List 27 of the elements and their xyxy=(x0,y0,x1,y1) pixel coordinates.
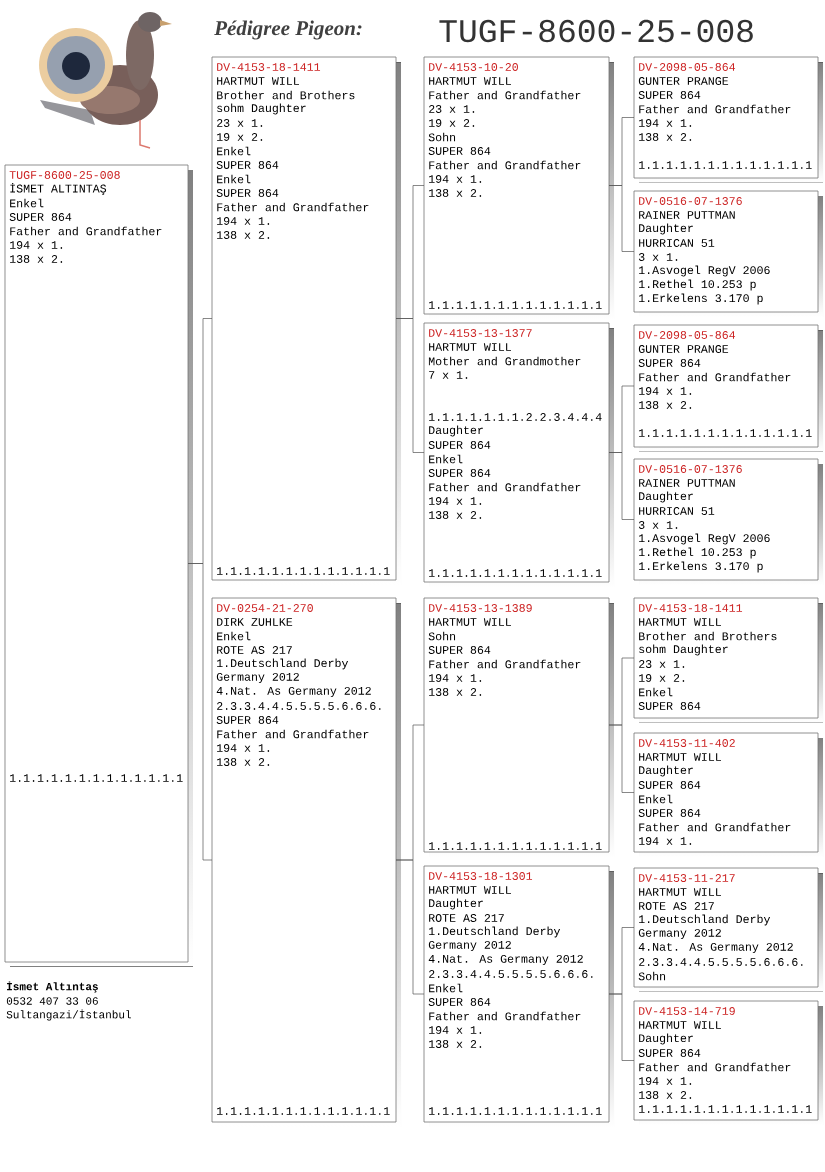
connector-line xyxy=(608,452,635,520)
pedigree-card: DV-4153-14-719 HARTMUT WILL Daughter SUPER 864 Father and Grandfather 194 x 1. 138 x 2. 1.1.1.1.1.1.1.1.1.1.1.1.1 xyxy=(633,1000,823,1125)
pedigree-card: DV-2098-05-864 GUNTER PRANGE SUPER 864 Father and Grandfather 194 x 1. 138 x 2. 1.1.1.1.1.1.1.1.1.1.1.1.1 xyxy=(633,324,823,452)
pedigree-card: DV-0254-21-270 DIRK ZUHLKE Enkel ROTE AS 217 1.Deutschland Derby Germany 2012 4.Nat. As Germany 2012 2.3.3.4.4.5.5.5.5.6.6.6. SUPER 864 Father and Grandfather 194 x 1. 138 x 2. 1.1.1.1.1.1.1.1.1.1.1.1.1 xyxy=(211,597,401,1127)
pedigree-card: DV-4153-13-1377 HARTMUT WILL Mother and Grandmother 7 x 1. 1.1.1.1.1.1.1.2.2.3.4.4.4 Daughter SUPER 864 Enkel SUPER 864 Father and Grandfather 194 x 1. 138 x 2. 1.1.1.1.1.1.1.1.1.1.1.1.1 xyxy=(423,322,614,587)
pedigree-card: DV-4153-18-1411 HARTMUT WILL Brother and Brothers sohm Daughter 23 x 1. 19 x 2. Enkel SUPER 864 Enkel SUPER 864 Father and Grandfather 194 x 1. 138 x 2. 1.1.1.1.1.1.1.1.1.1.1.1.1 xyxy=(211,56,401,585)
pedigree-card: DV-4153-18-1411 HARTMUT WILL Brother and Brothers sohm Daughter 23 x 1. 19 x 2. Enkel SUPER 864 xyxy=(633,597,823,723)
pedigree-card: DV-2098-05-864 GUNTER PRANGE SUPER 864 Father and Grandfather 194 x 1. 138 x 2. 1.1.1.1.1.1.1.1.1.1.1.1.1 xyxy=(633,56,823,183)
pedigree-card: DV-4153-18-1301 HARTMUT WILL Daughter ROTE AS 217 1.Deutschland Derby Germany 2012 4.Nat. As Germany 2012 2.3.3.4.4.5.5.5.5.6.6.6. Enkel SUPER 864 Father and Grandfather 194 x 1. 138 x 2. 1.1.1.1.1.1.1.1.1.1.1.1.1 xyxy=(423,865,614,1127)
pedigree-card: DV-4153-13-1389 HARTMUT WILL Sohn SUPER 864 Father and Grandfather 194 x 1. 138 x 2. 1.1.1.1.1.1.1.1.1.1.1.1.1 xyxy=(423,597,614,857)
connector-line xyxy=(608,724,635,793)
connector-line xyxy=(395,859,425,995)
title: Pédigree Pigeon: xyxy=(214,20,362,40)
connector-line xyxy=(608,185,635,252)
owner-name: İsmet Altıntaş xyxy=(7,981,98,993)
pedigree-card: DV-0516-07-1376 RAINER PUTTMAN Daughter HURRICAN 51 3 x 1. 1.Asvogel RegV 2006 1.Rethel 10.253 p 1.Erkelens 3.170 p xyxy=(633,190,823,317)
pedigree-card: DV-4153-11-217 HARTMUT WILL ROTE AS 217 1.Deutschland Derby Germany 2012 4.Nat. As Germany 2012 2.3.3.4.4.5.5.5.5.6.6.6. Sohn xyxy=(633,867,823,992)
pedigree-card: DV-4153-11-402 HARTMUT WILL Daughter SUPER 864 Enkel SUPER 864 Father and Grandfather 194 x 1. xyxy=(633,732,823,857)
connector-line xyxy=(187,563,213,861)
pedigree-card: TUGF-8600-25-008 İSMET ALTINTAŞ Enkel SUPER 864 Father and Grandfather 194 x 1. 138 x 2. 1.1.1.1.1.1.1.1.1.1.1.1.1 xyxy=(4,164,193,967)
pedigree-card: DV-0516-07-1376 RAINER PUTTMAN Daughter HURRICAN 51 3 x 1. 1.Asvogel RegV 2006 1.Rethel 10.253 p 1.Erkelens 3.170 p xyxy=(633,458,823,585)
ring-number-heading: TUGF-8600-25-008 xyxy=(439,19,753,43)
connector-line xyxy=(608,993,635,1061)
connector-line xyxy=(395,318,425,453)
pedigree-card: DV-4153-10-20 HARTMUT WILL Father and Grandfather 23 x 1. 19 x 2. Sohn SUPER 864 Father and Grandfather 194 x 1. 138 x 2. 1.1.1.1.1.1.1.1.1.1.1.1.1 xyxy=(423,56,614,319)
contact-text: 0532 407 33 06 xyxy=(6,997,98,1005)
contact-text: Sultangazi/İstanbul xyxy=(6,1009,131,1021)
